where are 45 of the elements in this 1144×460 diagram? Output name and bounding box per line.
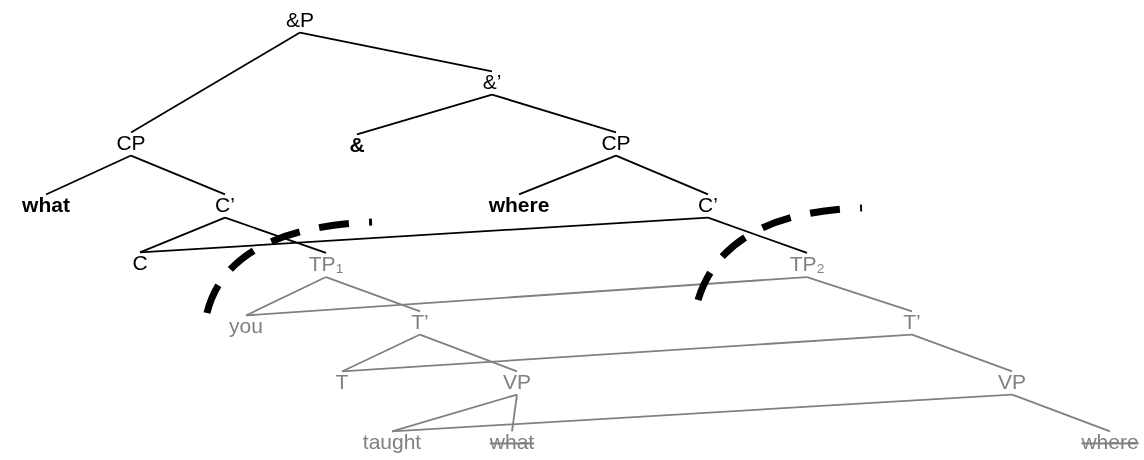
tree-branch — [491, 93, 617, 134]
tree-branch — [130, 154, 226, 196]
tree-branch — [224, 216, 327, 254]
tree-branch — [325, 276, 421, 313]
tree-node-label: VP — [998, 370, 1026, 394]
tree-branch — [341, 333, 913, 373]
tree-branch — [341, 333, 421, 373]
tree-branch — [615, 154, 709, 196]
tree-branch — [299, 31, 493, 73]
tree-branch — [518, 154, 617, 196]
tree-node-label: C’ — [698, 193, 718, 217]
tree-node-label: TP$_{2}$ — [789, 251, 825, 277]
tree-node-label: &’ — [482, 70, 502, 94]
tree-node-label: & — [349, 133, 365, 157]
tree-branch — [511, 393, 518, 433]
tree-branch — [245, 276, 327, 317]
tree-node-label: CP — [116, 131, 146, 155]
tree-branch — [139, 216, 709, 254]
tree-node-label: T’ — [903, 310, 921, 334]
tree-branch — [356, 93, 493, 136]
tree-node-label: &P — [286, 8, 314, 32]
tree-node-label: VP — [503, 370, 531, 394]
tree-node-label: taught — [362, 430, 422, 454]
tree-node-label: you — [229, 314, 263, 338]
tree-node-label: where — [488, 193, 550, 217]
tree-branch — [139, 216, 226, 254]
tree-node-label: where — [1081, 430, 1139, 454]
tree-branch — [419, 333, 518, 373]
tree-node-label: C — [132, 251, 148, 275]
tree-branch — [45, 154, 132, 196]
tree-node-label: what — [22, 193, 70, 217]
tree-branch — [130, 31, 301, 134]
tree-branch — [707, 216, 808, 254]
tree-node-label: what — [489, 430, 535, 454]
tree-node-label: CP — [601, 131, 631, 155]
tree-node-label: T’ — [411, 310, 429, 334]
tree-node-label: T — [335, 370, 349, 394]
tree-branch — [911, 333, 1013, 373]
tree-branch — [806, 276, 913, 313]
tree-branch — [391, 393, 1013, 433]
tree-branch — [1011, 393, 1111, 433]
tree-branch — [245, 276, 808, 317]
tree-branch — [391, 393, 518, 433]
tree-node-label: TP$_{1}$ — [308, 251, 344, 277]
tree-node-label: C’ — [215, 193, 235, 217]
